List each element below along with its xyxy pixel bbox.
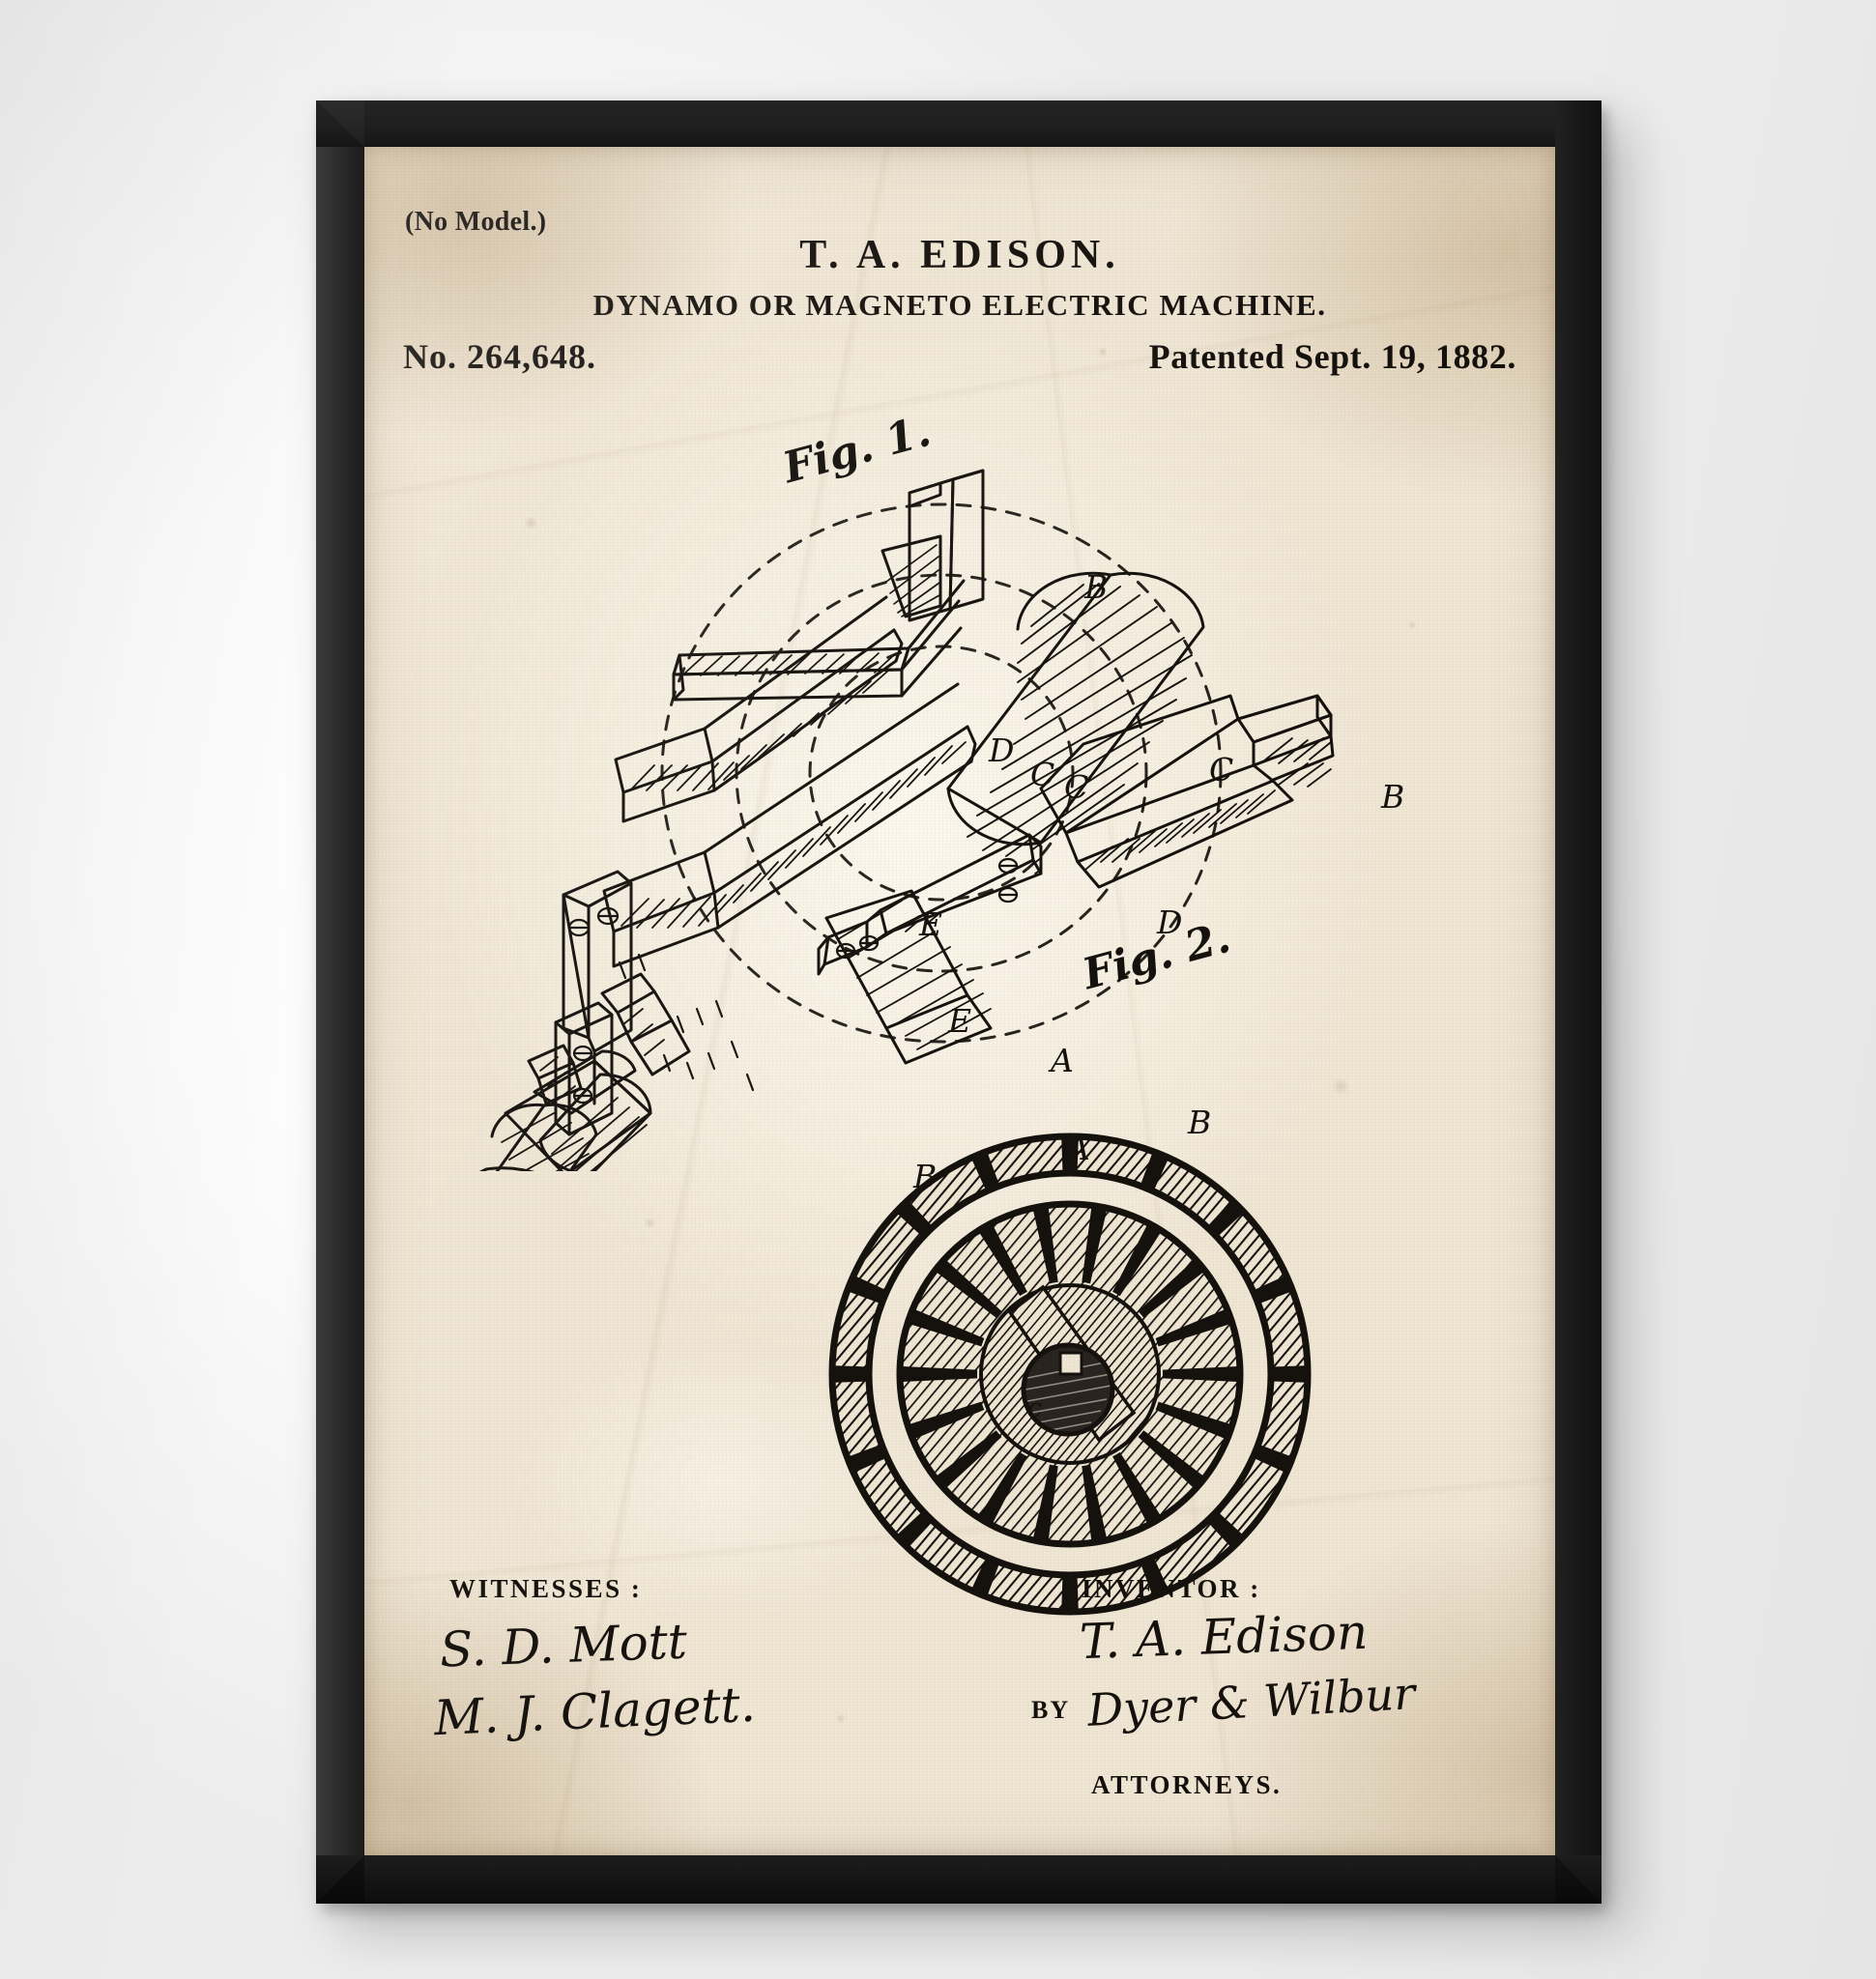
armature-core-slot: [1162, 1365, 1238, 1383]
reference-letter-A-9: A: [1051, 1042, 1074, 1079]
frame-miter-bottom-right: [1555, 1855, 1602, 1904]
patent-number: No. 264,648.: [403, 336, 596, 377]
ring-segment-divider: [1205, 1198, 1246, 1239]
ring-segment-divider: [1251, 1274, 1295, 1305]
reference-letter-E-8: E: [948, 1002, 971, 1040]
reference-letter-B-0: B: [913, 1158, 937, 1195]
reference-letter-C-4: C: [1064, 768, 1088, 806]
witnesses-label: WITNESSES :: [449, 1574, 642, 1604]
reference-letter-B-1: B: [1381, 778, 1404, 816]
invention-title-heading: DYNAMO OR MAGNETO ELECTRIC MACHINE.: [364, 288, 1555, 323]
ring-segment-divider: [1139, 1555, 1170, 1599]
ring-segment-divider: [894, 1509, 935, 1550]
figure-2-drawing: [819, 1123, 1321, 1625]
ring-segment-divider: [969, 1555, 1001, 1599]
armature-core-slot: [902, 1365, 978, 1383]
ring-segment-divider: [1061, 1134, 1079, 1176]
patent-paper: (No Model.) T. A. EDISON. DYNAMO OR MAGN…: [364, 147, 1555, 1855]
patent-date: Patented Sept. 19, 1882.: [1149, 336, 1516, 377]
armature-core-slot: [1138, 1430, 1204, 1488]
frame-miter-top-left: [316, 100, 364, 147]
ring-segment-divider: [1251, 1443, 1295, 1475]
ring-segment-divider: [1061, 1572, 1079, 1615]
reference-letter-B-1: B: [1188, 1104, 1211, 1141]
reference-letter-A-2: A: [1067, 1130, 1090, 1167]
armature-core-slot: [1032, 1207, 1058, 1284]
inventor-name-heading: T. A. EDISON.: [364, 232, 1555, 278]
reference-letter-D-6: D: [1157, 903, 1182, 941]
paper-grain-texture: [364, 147, 1555, 1855]
armature-core-slot: [1082, 1207, 1108, 1284]
ring-segment-divider: [969, 1149, 1001, 1193]
ring-segment-divider: [830, 1365, 872, 1383]
armature-core-slot: [1112, 1224, 1161, 1297]
ring-segment-divider: [1268, 1365, 1311, 1383]
inventor-label: INVENTOR :: [1082, 1574, 1261, 1604]
no-model-note: (No Model.): [405, 207, 546, 238]
attorneys-label: ATTORNEYS.: [1091, 1770, 1282, 1800]
reference-letter-B-0: B: [1084, 568, 1108, 606]
frame-glass-reflection: [364, 147, 1555, 1855]
armature-core-slot: [909, 1309, 985, 1347]
reference-letter-D-2: D: [989, 731, 1014, 769]
armature-core-slot: [979, 1224, 1027, 1297]
armature-core-slot: [979, 1451, 1027, 1524]
ring-segment-divider: [845, 1443, 889, 1475]
armature-core-slot: [1032, 1464, 1058, 1541]
ring-segment-divider: [894, 1198, 935, 1239]
ring-segment-divider: [845, 1274, 889, 1305]
by-label: BY: [1031, 1696, 1070, 1725]
frame-bevel-bottom: [316, 1855, 1602, 1904]
armature-core-slot: [909, 1401, 985, 1439]
armature-core-slot: [1082, 1464, 1108, 1541]
reference-letter-c-3: c: [1148, 1153, 1163, 1183]
frame-bevel-left: [316, 100, 364, 1904]
reference-letter-C-5: C: [1209, 751, 1233, 789]
reference-letter-C-3: C: [1030, 756, 1054, 793]
ring-segment-divider: [1139, 1149, 1170, 1193]
ring-segment-divider: [1205, 1509, 1246, 1550]
armature-core-slot: [1155, 1309, 1231, 1347]
figure-1-drawing: [478, 469, 1335, 1171]
armature-core-slot: [1112, 1451, 1161, 1524]
armature-core-slot: [1155, 1401, 1231, 1439]
picture-frame: (No Model.) T. A. EDISON. DYNAMO OR MAGN…: [316, 100, 1602, 1904]
armature-core-slot: [936, 1430, 1002, 1488]
armature-core-slot: [1138, 1260, 1204, 1318]
frame-bevel-right: [1555, 100, 1602, 1904]
armature-core-slot: [936, 1260, 1002, 1318]
reference-letter-c-4: c: [1027, 1393, 1042, 1423]
reference-letter-E-7: E: [919, 905, 942, 943]
frame-bevel-top: [316, 100, 1602, 147]
frame-miter-bottom-left: [316, 1855, 364, 1904]
patent-sheet-content: (No Model.) T. A. EDISON. DYNAMO OR MAGN…: [364, 147, 1555, 1855]
